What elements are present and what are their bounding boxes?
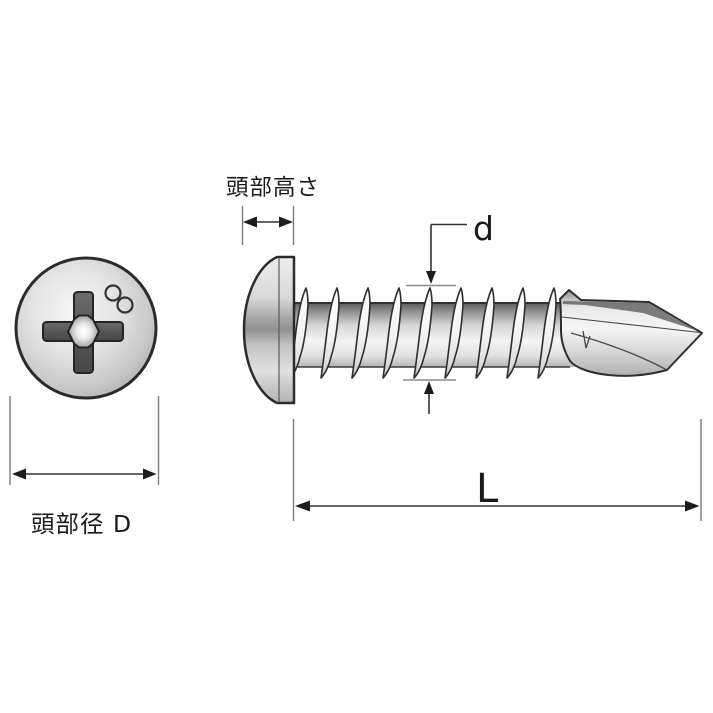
head-height-label: 頭部高さ <box>226 175 320 201</box>
thread-crest <box>537 287 557 379</box>
stamp-circle-lower <box>116 296 134 314</box>
screw-side-view <box>242 255 703 405</box>
arrowhead-up-icon <box>424 381 434 394</box>
drill-point-flute-curve <box>570 332 668 371</box>
thread-crest <box>475 287 495 379</box>
arrowhead-left-icon <box>243 216 257 228</box>
thread-diameter-label: d <box>473 209 494 248</box>
drill-point-top-facet <box>563 301 698 331</box>
drill-point-body <box>559 289 703 377</box>
head-diameter-extension-lines <box>9 396 160 485</box>
head-stamp-mark <box>104 284 134 314</box>
stamp-circle-upper <box>104 284 122 302</box>
dimension-head-height: 頭部高さ <box>226 175 320 245</box>
dimension-thread-diameter: d <box>403 209 494 414</box>
recess-center-octagon <box>67 314 100 349</box>
screw-head-front-view <box>14 256 158 400</box>
screw-head-side <box>242 255 296 405</box>
length-label: L <box>476 466 499 512</box>
arrowhead-left-icon <box>295 500 310 512</box>
phillips-recess-icon <box>42 291 124 374</box>
drill-point-facet-line <box>561 316 701 334</box>
drill-point <box>559 289 703 377</box>
arrowhead-right-icon <box>143 468 157 480</box>
drill-point-flute-notch <box>582 330 591 349</box>
arrowhead-down-icon <box>426 271 436 284</box>
thread-crest <box>413 287 433 379</box>
thread-crest <box>506 287 526 379</box>
arrowhead-left-icon <box>12 468 26 480</box>
thread-crest <box>320 287 340 379</box>
length-extension-lines <box>292 419 702 521</box>
dimension-length: L <box>292 419 702 521</box>
thread-crest <box>382 287 402 379</box>
head-side-outline <box>242 255 296 405</box>
thread-crest <box>351 287 371 379</box>
head-height-extension-lines <box>241 206 295 245</box>
head-diameter-label: 頭部径 D <box>31 510 132 538</box>
thread-crest <box>444 287 464 379</box>
arrowhead-right-icon <box>279 216 293 228</box>
dimension-head-diameter: 頭部径 D <box>9 396 160 538</box>
arrowhead-right-icon <box>685 500 700 512</box>
